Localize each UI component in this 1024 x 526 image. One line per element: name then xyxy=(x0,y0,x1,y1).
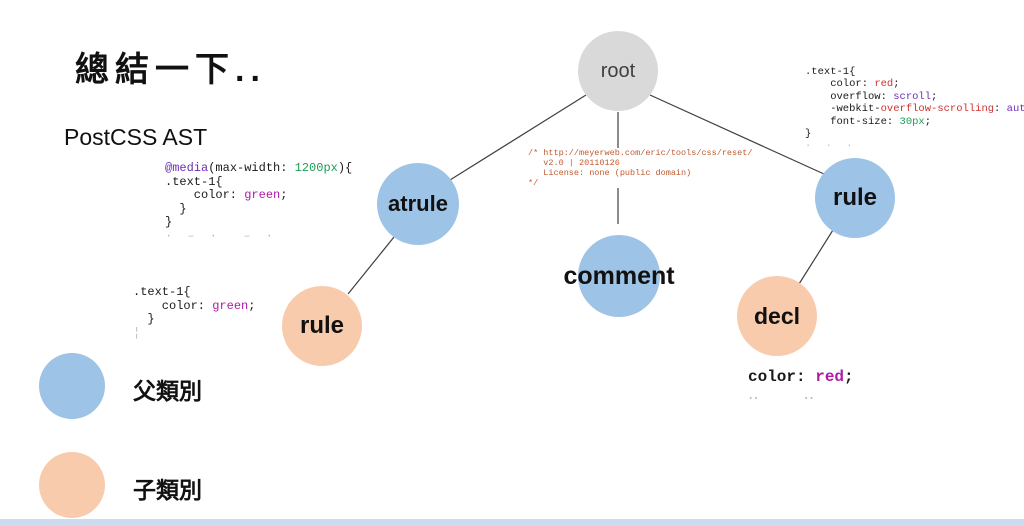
edge-atrule-rule xyxy=(347,236,395,295)
tree-node-decl: decl xyxy=(737,276,817,356)
legend-child-label: 子類別 xyxy=(133,477,202,503)
bottom-accent-strip xyxy=(0,519,1024,526)
edge-root-rule xyxy=(649,94,825,175)
tree-node-rule-right: rule xyxy=(815,158,895,238)
edge-root-atrule xyxy=(449,94,587,181)
code-snippet-rule-left: .text-1{ color: green; }¦ xyxy=(133,285,256,340)
legend-child-swatch xyxy=(39,452,105,518)
code-snippet-comment: /* http://meyerweb.com/eric/tools/css/re… xyxy=(528,148,759,188)
tree-node-atrule: atrule xyxy=(377,163,459,245)
edge-rule-decl xyxy=(798,229,834,285)
code-snippet-atrule: @media(max-width: 1200px){.text-1{ color… xyxy=(165,161,353,243)
code-snippet-decl: color: red;‥ ‥ xyxy=(748,368,854,404)
tree-node-comment: comment xyxy=(563,235,675,317)
code-snippet-rule-right: .text-1{ color: red; overflow: scroll; -… xyxy=(805,66,1024,153)
tree-node-root: root xyxy=(578,31,658,111)
legend-parent-swatch xyxy=(39,353,105,419)
tree-node-rule-left: rule xyxy=(282,286,362,366)
page-subtitle: PostCSS AST xyxy=(64,124,208,150)
page-title: 總結一下.. xyxy=(75,51,266,89)
legend-parent-label: 父類別 xyxy=(133,378,202,404)
